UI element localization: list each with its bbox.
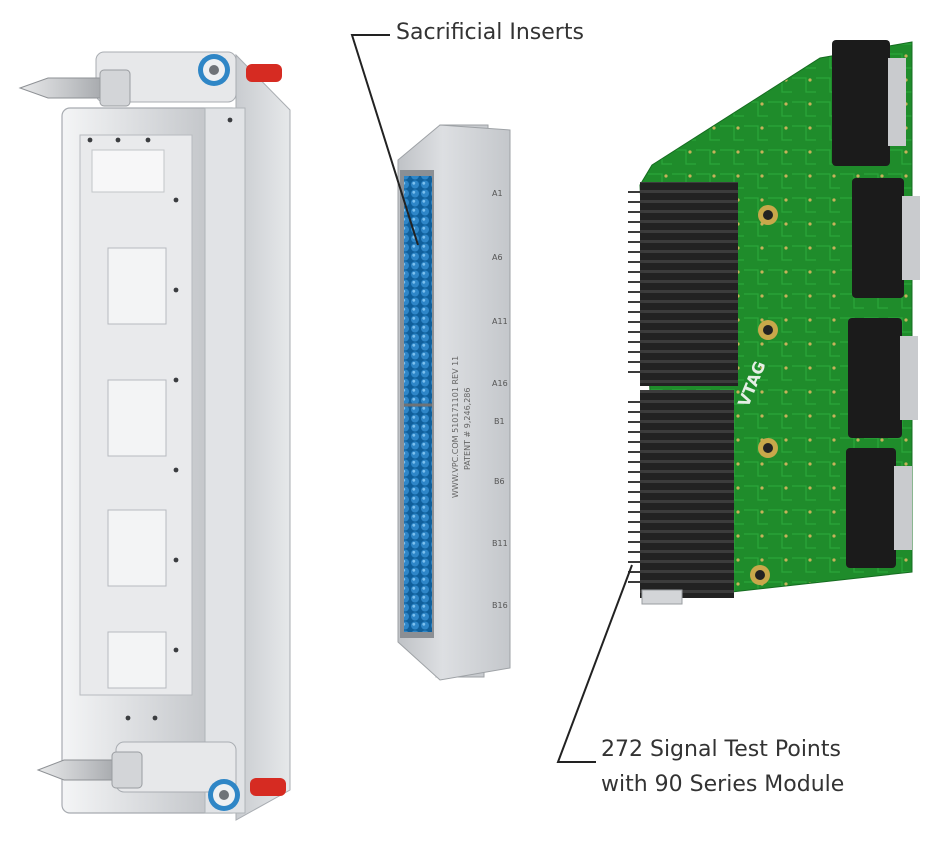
pcb-mounting-holes xyxy=(750,205,778,585)
guide-pin-top xyxy=(18,69,131,107)
row-label: A11 xyxy=(492,317,508,326)
callout-signal-line2: with 90 Series Module xyxy=(601,772,845,797)
dsub-connectors xyxy=(832,40,920,568)
red-plug-top xyxy=(246,64,282,82)
callout-line-signal xyxy=(556,564,633,763)
row-label: A6 xyxy=(492,253,503,262)
callout-signal-line1: 272 Signal Test Points xyxy=(601,737,841,762)
insert-part-text: WWW.VPC.COM 510171101 REV 11 xyxy=(451,356,460,498)
insert-patent-text: PATENT # 9,246,286 xyxy=(463,388,472,470)
test-point-pins xyxy=(628,191,644,583)
row-label: A1 xyxy=(492,189,503,198)
guide-pin-bottom xyxy=(36,751,143,789)
row-label: B16 xyxy=(492,601,508,610)
callout-sacrificial-inserts: Sacrificial Inserts xyxy=(396,20,584,45)
receiver-frame xyxy=(18,51,291,821)
test-point-blocks xyxy=(640,182,738,598)
pcb-module: VTAG xyxy=(628,40,920,605)
row-label: A16 xyxy=(492,379,508,388)
row-label: B6 xyxy=(494,477,505,486)
insert-row-labels: A1 A6 A11 A16 B1 B6 B11 B16 xyxy=(492,189,508,610)
callout-line-sacrificial xyxy=(350,34,419,246)
row-label: B1 xyxy=(494,417,505,426)
red-plug-bottom xyxy=(250,778,286,796)
sacrificial-insert xyxy=(397,124,511,681)
callout-signal-test-points: 272 Signal Test Points with 90 Series Mo… xyxy=(601,732,844,802)
row-label: B11 xyxy=(492,539,508,548)
